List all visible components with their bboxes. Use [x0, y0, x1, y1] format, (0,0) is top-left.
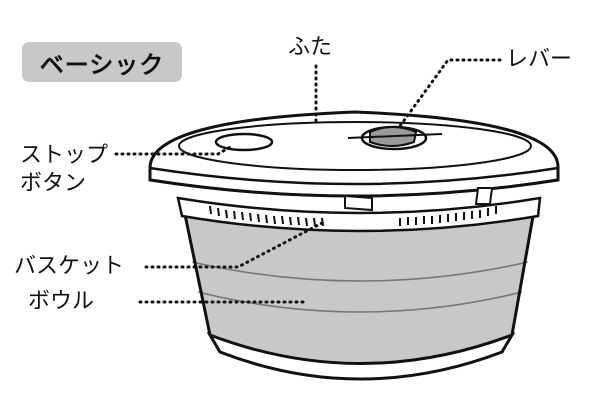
label-lid: ふた — [288, 35, 333, 60]
lid-side-tab — [474, 187, 494, 205]
basket-rim — [176, 196, 542, 233]
leader-lines — [114, 58, 502, 304]
label-stop-button-line2: ボタン — [20, 171, 87, 196]
label-lever: レバー — [506, 47, 573, 72]
leader-stop-button — [114, 144, 234, 156]
bowl-band-lines — [191, 261, 529, 313]
model-badge-text: ベーシック — [39, 50, 165, 79]
bowl-body — [183, 212, 535, 364]
stop-button — [214, 132, 274, 152]
bowl-foot — [206, 332, 516, 381]
leader-lever — [398, 58, 502, 128]
bowl-outline — [181, 204, 537, 336]
model-badge: ベーシック — [22, 42, 182, 82]
lid-inner-ellipse — [178, 121, 532, 171]
leader-basket — [144, 220, 326, 269]
lid-front-handle — [344, 194, 373, 212]
lever-slot — [347, 133, 443, 139]
label-bowl: ボウル — [28, 289, 95, 314]
label-stop-button: ストップ ボタン — [20, 142, 108, 198]
basket-slots — [209, 205, 497, 227]
label-basket: バスケット — [14, 254, 125, 279]
label-stop-button-line1: ストップ — [20, 143, 109, 168]
